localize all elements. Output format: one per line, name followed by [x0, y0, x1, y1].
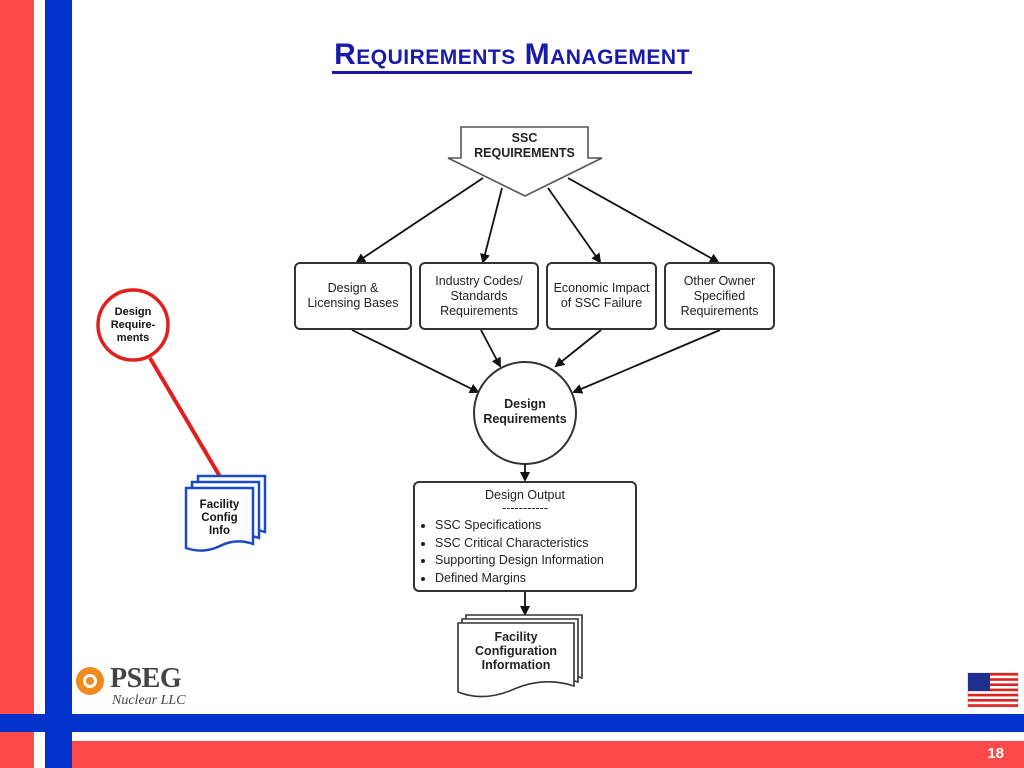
side-circle-line2: Require- — [110, 319, 156, 331]
list-item: SSC Critical Characteristics — [435, 535, 635, 553]
page-title: Requirements Management — [0, 38, 1024, 74]
arrow-industry-to-circle — [480, 329, 501, 368]
design-requirements-line1: Design — [504, 397, 546, 411]
list-item: SSC Specifications — [435, 517, 635, 535]
arrow-to-other-owner — [567, 177, 720, 263]
arrow-to-industry-codes — [480, 187, 503, 264]
pseg-logo-name: PSEG — [110, 663, 182, 694]
category-design-licensing: Design &Licensing Bases — [294, 262, 412, 330]
side-doc-line1: Facility — [199, 499, 240, 511]
arrow-economic-to-circle — [554, 329, 602, 368]
ssc-requirements-line2: REQUIREMENTS — [474, 146, 575, 160]
arrow-design-licensing-to-circle — [351, 329, 480, 393]
category-line: Requirements — [680, 303, 759, 318]
pseg-sun-icon — [76, 667, 104, 695]
us-flag-icon — [967, 672, 1019, 708]
design-requirements-label: Design Requirements — [474, 397, 576, 427]
design-output-divider: ----------- — [502, 501, 548, 515]
side-circle-line1: Design — [114, 306, 152, 318]
arrow-to-design-licensing — [355, 177, 484, 264]
side-doc-line2: Config — [201, 512, 238, 524]
side-doc-label: Facility Config Info — [186, 499, 253, 538]
bottom-red-bar — [72, 741, 1024, 768]
pseg-logo-sub: Nuclear LLC — [112, 693, 186, 708]
side-circle-line3: ments — [116, 332, 150, 344]
category-line: Specified — [693, 288, 746, 303]
facility-config-line3: Information — [481, 658, 551, 672]
category-line: Licensing Bases — [307, 296, 399, 310]
arrow-to-economic-impact — [547, 187, 602, 264]
page-number: 18 — [987, 745, 1004, 762]
category-line: Standards — [450, 288, 508, 303]
category-line: Other Owner — [683, 273, 756, 288]
list-item: Defined Margins — [435, 570, 635, 588]
bottom-blue-bar — [0, 714, 1024, 732]
side-doc-line3: Info — [208, 525, 231, 537]
design-output-title: Design Output — [485, 488, 565, 502]
design-output-box: Design Output ----------- SSC Specificat… — [413, 481, 637, 592]
facility-configuration-label: Facility Configuration Information — [458, 630, 574, 672]
category-line: Industry Codes/ — [435, 273, 523, 288]
left-blue-bar — [45, 0, 72, 768]
category-line: Design & — [327, 281, 379, 295]
page-title-text: Requirements Management — [332, 38, 692, 74]
side-facility-config-doc — [184, 474, 267, 552]
pseg-logo: PSEG Nuclear LLC — [110, 664, 186, 708]
design-requirements-line2: Requirements — [483, 412, 567, 426]
left-red-bar — [0, 0, 34, 768]
facility-config-line1: Facility — [494, 630, 538, 644]
facility-config-line2: Configuration — [475, 644, 557, 658]
side-connector-line — [148, 356, 224, 482]
ssc-requirements-node — [447, 126, 603, 197]
ssc-requirements-line1: SSC — [511, 131, 538, 145]
side-circle-label: Design Require- ments — [98, 306, 168, 345]
category-line: of SSC Failure — [560, 296, 643, 310]
list-item: Supporting Design Information — [435, 552, 635, 570]
category-line: Economic Impact — [553, 281, 650, 295]
category-line: Requirements — [440, 303, 518, 318]
arrow-other-owner-to-circle — [572, 329, 721, 394]
ssc-requirements-label: SSC REQUIREMENTS — [461, 131, 588, 161]
design-output-list: SSC Specifications SSC Critical Characte… — [415, 517, 635, 587]
facility-configuration-doc — [457, 614, 583, 698]
side-design-requirements-circle — [96, 288, 170, 362]
